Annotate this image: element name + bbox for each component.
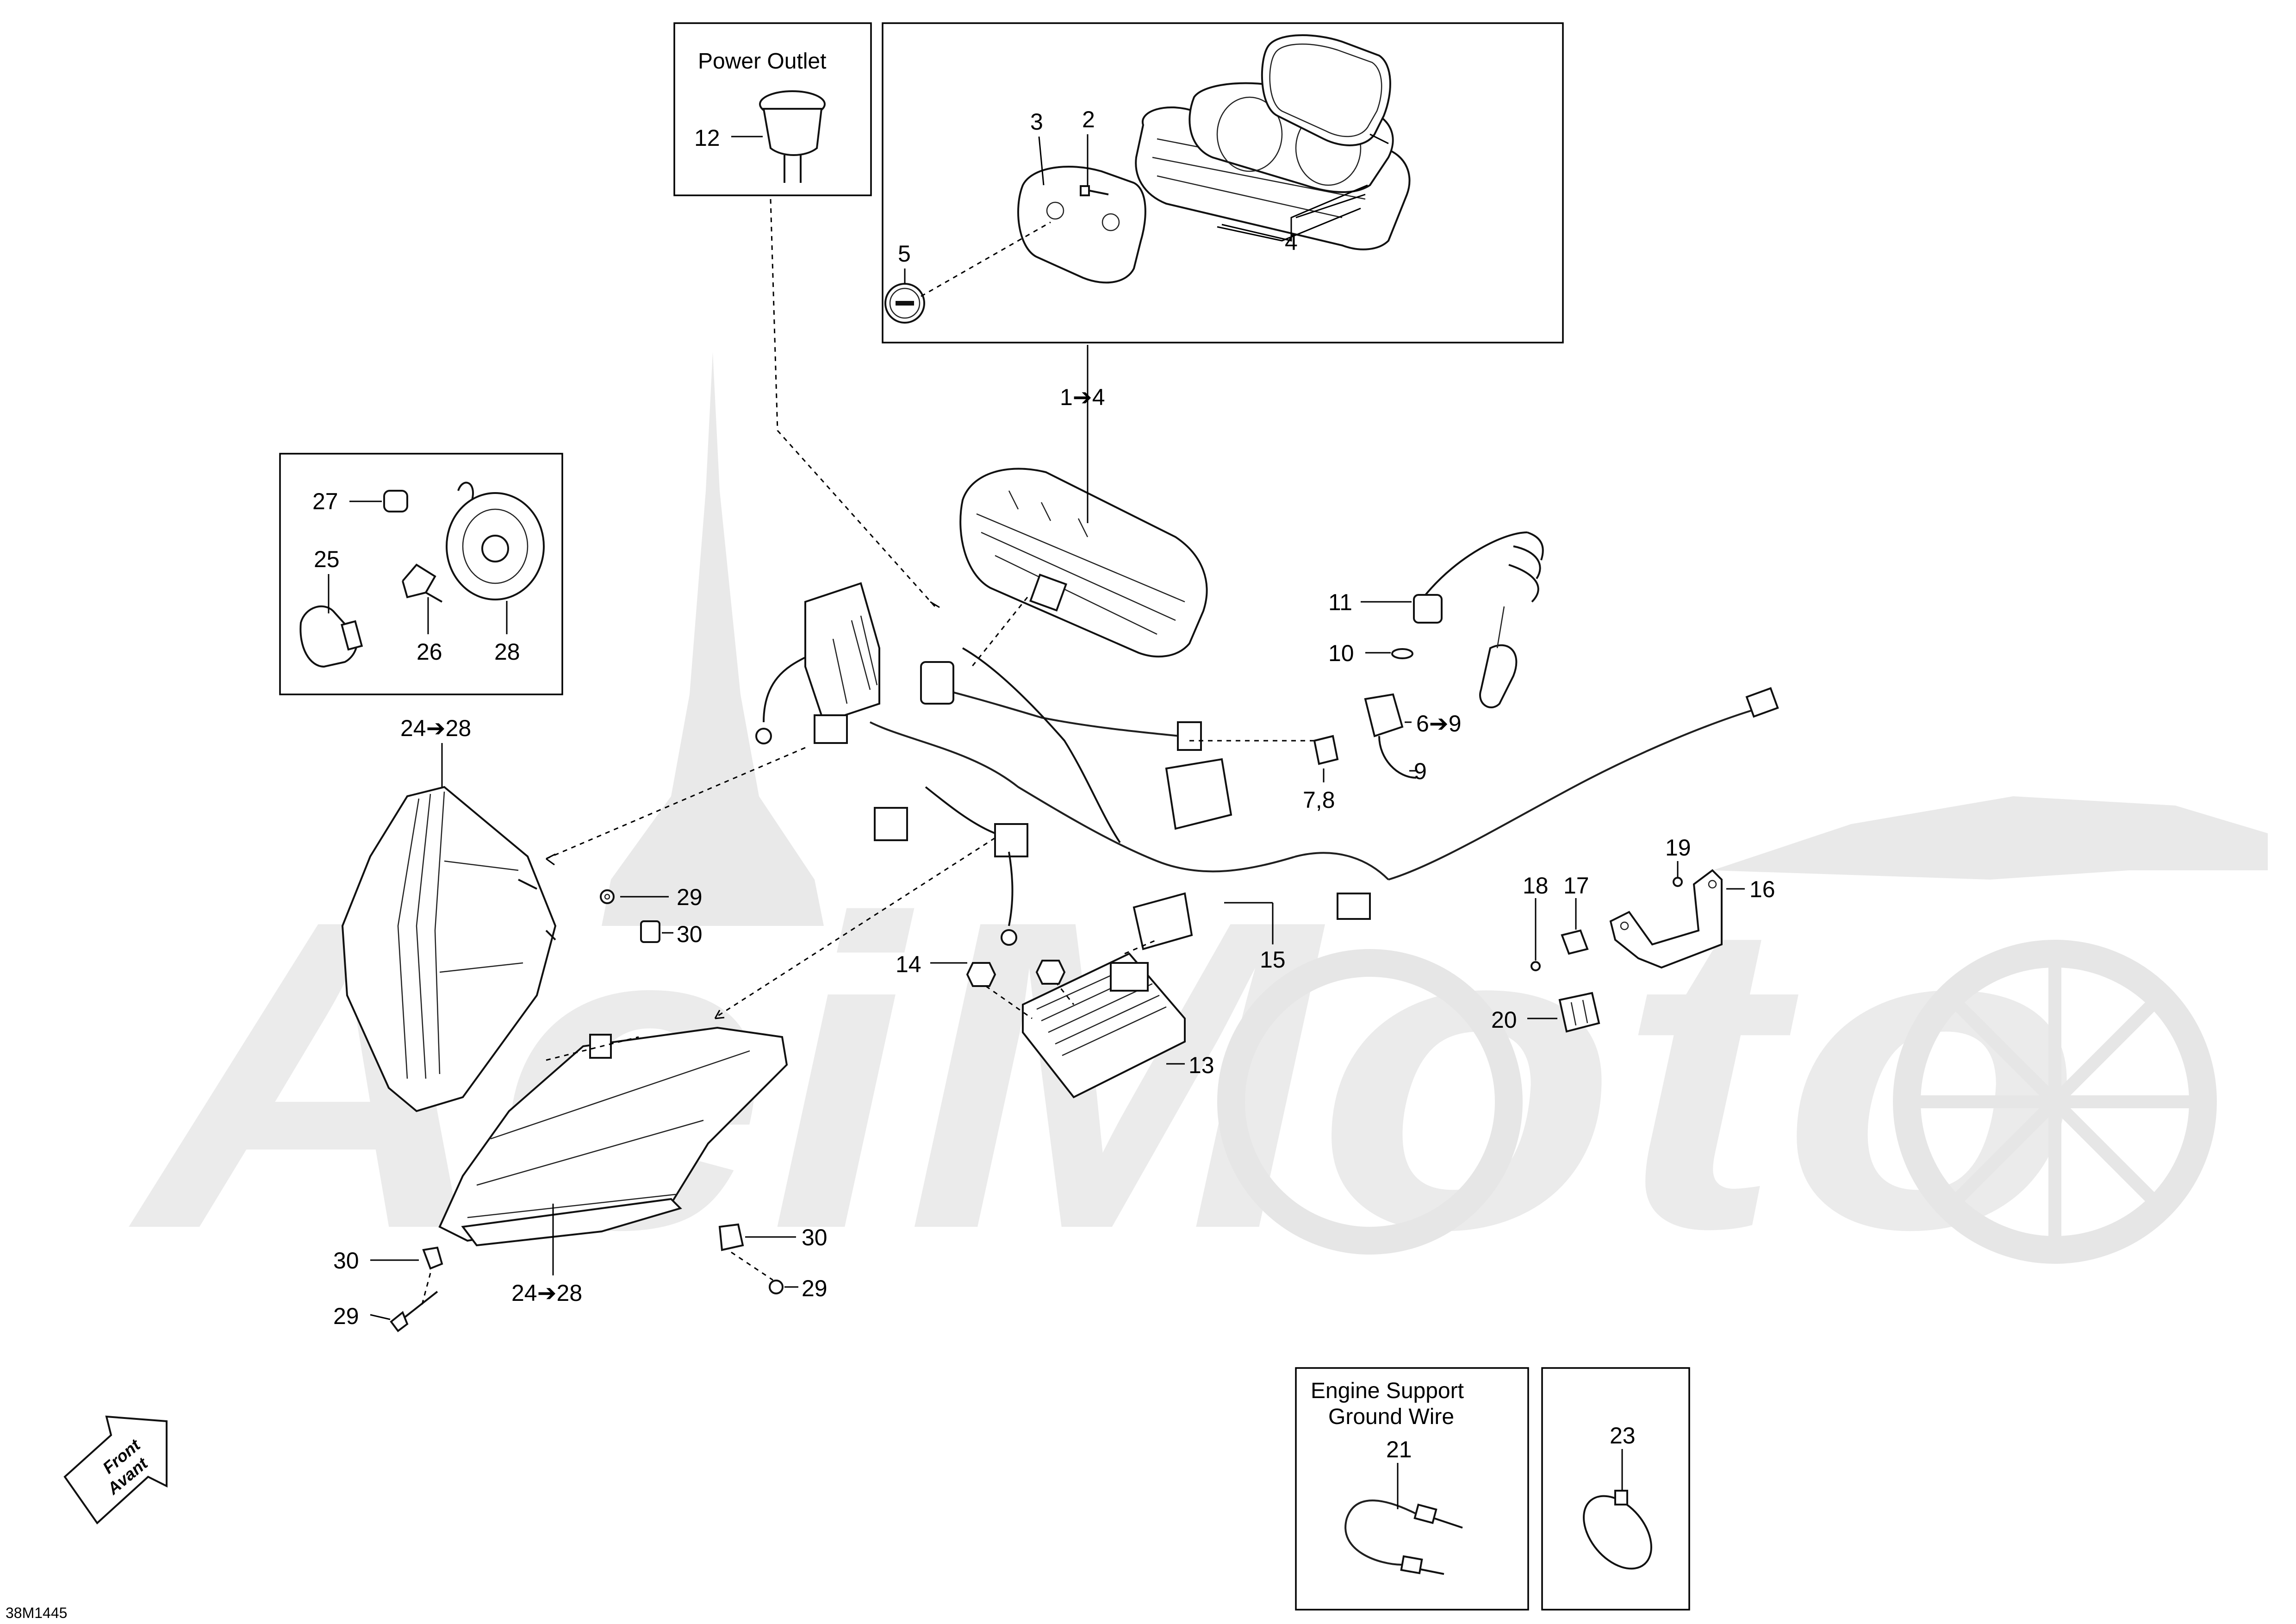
hex-nut-left: [966, 962, 996, 987]
cable-tie: [1583, 1490, 1652, 1570]
callout-21: 21: [1386, 1437, 1412, 1462]
gauge-screw: [1080, 185, 1109, 196]
hardware-screw-29-right: [769, 1280, 784, 1294]
callout-19: 19: [1665, 835, 1691, 861]
callout-17: 17: [1563, 873, 1589, 899]
callout-25: 25: [314, 546, 340, 572]
bracket-screw-18: [1531, 961, 1541, 971]
bulb-socket: [446, 481, 545, 600]
callout-30-right: 30: [802, 1224, 828, 1250]
instrument-cluster: [959, 468, 1208, 658]
callout-10: 10: [1328, 640, 1354, 666]
callout-1-to-4: 1➔4: [1060, 384, 1105, 410]
engine-support-title-line2: Ground Wire: [1328, 1405, 1454, 1429]
hardware-washer-29-mid: [600, 889, 615, 904]
power-outlet-box: Power Outlet 12: [673, 22, 872, 196]
engine-support-title-line1: Engine Support: [1311, 1379, 1464, 1403]
callout-7-8: 7,8: [1303, 787, 1335, 813]
gauge-parts-box: 2 3 4 5: [882, 22, 1564, 344]
engine-support-ground-wire-box: Engine Support Ground Wire 21: [1295, 1367, 1529, 1611]
callout-16: 16: [1749, 876, 1775, 902]
brp-logo-icon: [884, 283, 925, 324]
callout-12: 12: [694, 125, 720, 151]
callout-3: 3: [1030, 109, 1043, 135]
callout-28: 28: [494, 639, 520, 665]
callout-24-to-28-bottom: 24➔28: [511, 1280, 582, 1306]
tether-switch: [1313, 693, 1417, 779]
ground-wire: [1344, 1499, 1463, 1575]
gauge-back-plate: [1017, 166, 1146, 284]
front-arrow-icon: Front Avant: [63, 1415, 168, 1525]
voltage-regulator: [1022, 952, 1186, 1099]
callout-20: 20: [1491, 1007, 1517, 1033]
cable-tie-box: 23: [1541, 1367, 1690, 1611]
callout-11: 11: [1328, 589, 1352, 615]
callout-4: 4: [1285, 229, 1298, 255]
callout-24-to-28-top: 24➔28: [400, 715, 471, 741]
callout-2: 2: [1082, 106, 1095, 132]
mounting-bracket: [1609, 869, 1723, 969]
hex-nut-right: [1035, 960, 1066, 985]
hardware-screw-29-left: [390, 1291, 438, 1332]
power-outlet-title: Power Outlet: [698, 49, 826, 74]
callout-5: 5: [898, 241, 911, 267]
tether-washer: [1391, 648, 1413, 659]
connector-20: [1558, 992, 1600, 1033]
bulb-cap: [383, 490, 408, 512]
callout-29-mid: 29: [677, 884, 703, 910]
callout-26: 26: [417, 639, 442, 665]
callout-18: 18: [1523, 873, 1549, 899]
callout-30-left: 30: [333, 1248, 359, 1274]
hardware-clip-30-right: [718, 1223, 744, 1251]
callout-29-left: 29: [333, 1303, 359, 1329]
bracket-screw-19: [1673, 877, 1683, 887]
callout-6-to-9: 6➔9: [1416, 711, 1462, 737]
left-headlight-housing: [341, 786, 557, 1112]
bracket-clip-17: [1561, 929, 1589, 955]
gauge-lens-seal: [1261, 34, 1391, 146]
callout-30-mid: 30: [677, 921, 703, 947]
bulb-spring-clip: [402, 563, 442, 603]
callout-9: 9: [1414, 758, 1427, 784]
power-outlet-part: [759, 90, 826, 183]
callout-29-right: 29: [802, 1275, 828, 1301]
callout-14: 14: [896, 951, 921, 977]
hardware-clip-30-left: [422, 1246, 443, 1270]
callout-23: 23: [1610, 1423, 1636, 1449]
hardware-nut-30-mid: [640, 920, 660, 943]
callout-15: 15: [1260, 947, 1286, 973]
drawing-code: 38M1445: [6, 1605, 67, 1621]
right-headlight: [438, 1026, 788, 1247]
wiring-harness: [755, 582, 1779, 950]
headlight-bulb: [299, 605, 363, 668]
tether-cord: [1413, 531, 1544, 709]
callout-27: 27: [312, 488, 338, 514]
headlight-bulb-box: 27 25 26 28: [279, 453, 563, 695]
callout-13: 13: [1188, 1052, 1214, 1078]
